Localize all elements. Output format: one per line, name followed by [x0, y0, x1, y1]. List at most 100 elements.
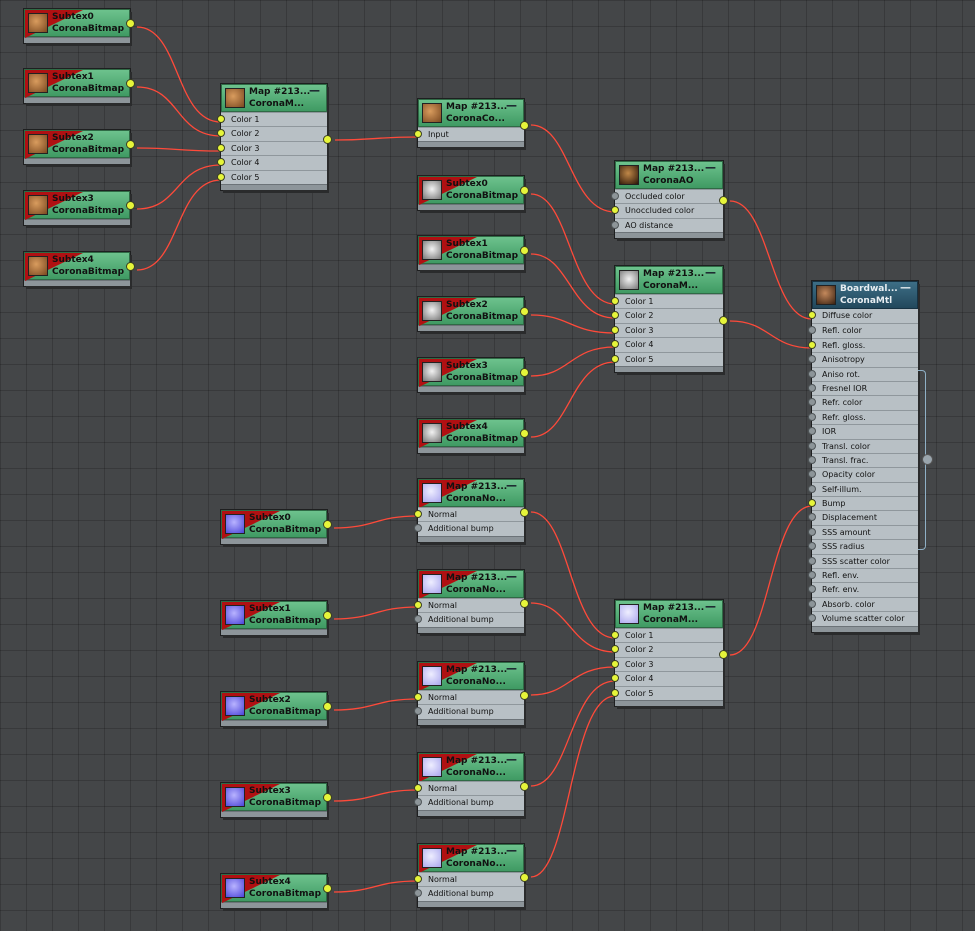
input-port[interactable]	[414, 524, 422, 532]
input-port[interactable]	[611, 192, 619, 200]
input-port[interactable]	[611, 355, 619, 363]
slot-color-1[interactable]: Color 1	[221, 112, 327, 126]
slot-normal[interactable]: Normal	[418, 598, 524, 612]
collapse-button[interactable]: —	[705, 601, 716, 613]
output-port[interactable]	[126, 201, 135, 210]
diffuse-multimap-node[interactable]: Map #213... CoronaM... — Color 1 Color 2…	[221, 84, 327, 190]
collapse-button[interactable]: —	[506, 100, 517, 112]
input-port[interactable]	[808, 413, 816, 421]
slot-color-4[interactable]: Color 4	[221, 155, 327, 169]
input-port[interactable]	[217, 115, 225, 123]
material-slot[interactable]: Opacity color	[812, 467, 918, 481]
output-port[interactable]	[520, 368, 529, 377]
material-output-port[interactable]	[922, 454, 933, 465]
subtex1-normal-bitmap-node[interactable]: Subtex1 CoronaBitmap	[221, 601, 327, 635]
subtex4-normal-bitmap-node[interactable]: Subtex4 CoronaBitmap	[221, 874, 327, 908]
input-port[interactable]	[808, 326, 816, 334]
input-port[interactable]	[808, 384, 816, 392]
material-slot[interactable]: Refr. gloss.	[812, 410, 918, 424]
input-port[interactable]	[808, 600, 816, 608]
input-port[interactable]	[414, 693, 422, 701]
material-slot[interactable]: Refl. color	[812, 323, 918, 337]
slot-color-5[interactable]: Color 5	[615, 686, 723, 700]
material-slot[interactable]: SSS amount	[812, 525, 918, 539]
subtex2-gloss-bitmap-node[interactable]: Subtex2 CoronaBitmap	[418, 297, 524, 331]
input-port[interactable]	[808, 341, 816, 349]
input-port[interactable]	[414, 784, 422, 792]
collapse-button[interactable]: —	[506, 480, 517, 492]
slot-occluded-color[interactable]: Occluded color	[615, 189, 723, 203]
input-port[interactable]	[611, 660, 619, 668]
corona-normal-node-2[interactable]: Map #213... CoronaNo... — Normal Additio…	[418, 662, 524, 725]
collapse-button[interactable]: —	[506, 754, 517, 766]
color-correct-node[interactable]: Map #213... CoronaCo... — Input	[418, 99, 524, 147]
slot-additional-bump[interactable]: Additional bump	[418, 612, 524, 626]
corona-ao-node[interactable]: Map #213... CoronaAO — Occluded color Un…	[615, 161, 723, 238]
slot-color-4[interactable]: Color 4	[615, 671, 723, 685]
input-port[interactable]	[611, 297, 619, 305]
slot-additional-bump[interactable]: Additional bump	[418, 795, 524, 809]
slot-ao-distance[interactable]: AO distance	[615, 218, 723, 232]
input-port[interactable]	[414, 615, 422, 623]
material-slot[interactable]: Fresnel IOR	[812, 381, 918, 395]
output-port[interactable]	[126, 79, 135, 88]
subtex3-bitmap-node[interactable]: Subtex3 CoronaBitmap	[24, 191, 130, 225]
input-port[interactable]	[414, 889, 422, 897]
material-slot[interactable]: Refr. env.	[812, 582, 918, 596]
output-port[interactable]	[323, 702, 332, 711]
input-port[interactable]	[808, 571, 816, 579]
slot-color-2[interactable]: Color 2	[615, 642, 723, 656]
input-port[interactable]	[414, 130, 422, 138]
subtex4-gloss-bitmap-node[interactable]: Subtex4 CoronaBitmap	[418, 419, 524, 453]
material-slot[interactable]: SSS radius	[812, 539, 918, 553]
slot-color-3[interactable]: Color 3	[615, 657, 723, 671]
input-port[interactable]	[611, 206, 619, 214]
material-slot[interactable]: Self-illum.	[812, 482, 918, 496]
output-port[interactable]	[126, 140, 135, 149]
corona-normal-node-1[interactable]: Map #213... CoronaNo... — Normal Additio…	[418, 570, 524, 633]
collapse-button[interactable]: —	[900, 282, 911, 294]
input-port[interactable]	[808, 528, 816, 536]
material-slot[interactable]: Bump	[812, 496, 918, 510]
output-port[interactable]	[520, 121, 529, 130]
input-port[interactable]	[611, 645, 619, 653]
input-port[interactable]	[414, 875, 422, 883]
input-port[interactable]	[808, 614, 816, 622]
subtex2-normal-bitmap-node[interactable]: Subtex2 CoronaBitmap	[221, 692, 327, 726]
output-port[interactable]	[520, 691, 529, 700]
slot-color-2[interactable]: Color 2	[221, 126, 327, 140]
material-slot[interactable]: Refr. color	[812, 395, 918, 409]
slot-additional-bump[interactable]: Additional bump	[418, 521, 524, 535]
input-port[interactable]	[808, 398, 816, 406]
input-port[interactable]	[217, 144, 225, 152]
material-slot[interactable]: Refl. env.	[812, 568, 918, 582]
input-port[interactable]	[808, 470, 816, 478]
slot-input[interactable]: Input	[418, 127, 524, 141]
material-slot[interactable]: Displacement	[812, 510, 918, 524]
bump-multimap-node[interactable]: Map #213... CoronaM... — Color 1 Color 2…	[615, 600, 723, 706]
input-port[interactable]	[611, 340, 619, 348]
slot-normal[interactable]: Normal	[418, 872, 524, 886]
output-port[interactable]	[323, 520, 332, 529]
collapse-button[interactable]: —	[705, 162, 716, 174]
slot-normal[interactable]: Normal	[418, 781, 524, 795]
output-port[interactable]	[520, 429, 529, 438]
output-port[interactable]	[126, 262, 135, 271]
input-port[interactable]	[217, 173, 225, 181]
collapse-button[interactable]: —	[506, 571, 517, 583]
output-port[interactable]	[719, 196, 728, 205]
output-port[interactable]	[323, 793, 332, 802]
subtex0-normal-bitmap-node[interactable]: Subtex0 CoronaBitmap	[221, 510, 327, 544]
slot-color-3[interactable]: Color 3	[615, 323, 723, 337]
output-port[interactable]	[323, 884, 332, 893]
input-port[interactable]	[217, 158, 225, 166]
output-port[interactable]	[520, 873, 529, 882]
slot-normal[interactable]: Normal	[418, 690, 524, 704]
slot-color-3[interactable]: Color 3	[221, 141, 327, 155]
input-port[interactable]	[611, 631, 619, 639]
corona-normal-node-3[interactable]: Map #213... CoronaNo... — Normal Additio…	[418, 753, 524, 816]
slot-color-5[interactable]: Color 5	[615, 352, 723, 366]
subtex0-bitmap-node[interactable]: Subtex0 CoronaBitmap	[24, 9, 130, 43]
material-slot[interactable]: SSS scatter color	[812, 554, 918, 568]
